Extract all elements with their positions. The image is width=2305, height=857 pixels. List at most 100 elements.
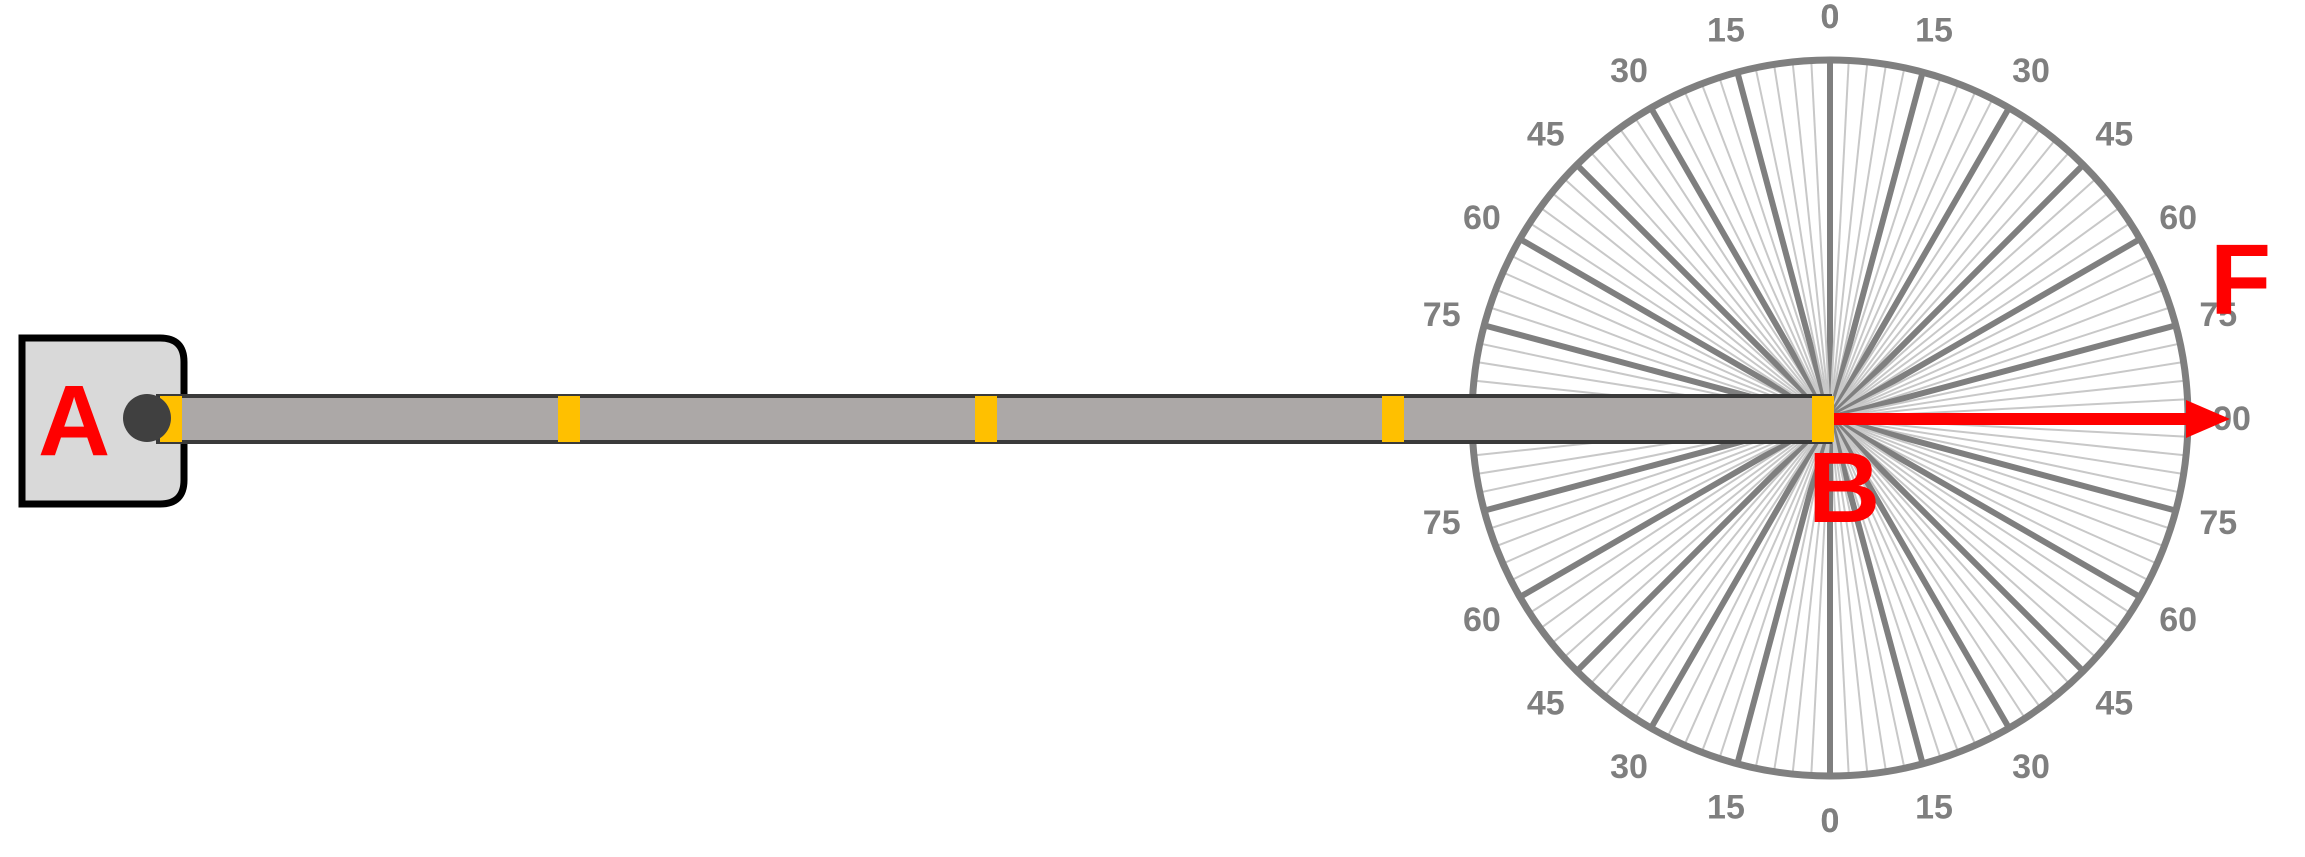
dial-minor-tick <box>1829 206 2121 419</box>
dial-label-bottom-left: 0 <box>1821 802 1840 840</box>
label-pivot-a: A <box>38 365 110 477</box>
dial-label-bottom-right: 75 <box>2199 504 2237 542</box>
dial-minor-tick <box>1510 417 1831 582</box>
dial-major-tick <box>1828 236 2142 421</box>
dial-minor-tick <box>1829 417 2042 709</box>
dial-label-top-left: 60 <box>1463 199 1501 237</box>
dial-label-bottom-left: 60 <box>1463 601 1501 639</box>
dial-minor-tick <box>1829 417 1977 746</box>
dial-minor-tick <box>1551 417 1831 645</box>
dial-minor-tick <box>1829 177 2097 419</box>
dial-major-tick <box>1574 415 1833 674</box>
dial-label-top-left: 30 <box>1610 52 1648 90</box>
dial-minor-tick <box>1529 417 1831 614</box>
dial-label-bottom-left: 15 <box>1707 788 1745 826</box>
dial-minor-tick <box>1829 191 2109 419</box>
label-force-f: F <box>2210 224 2271 336</box>
dial-minor-tick <box>1829 67 1906 419</box>
support-block <box>18 334 188 508</box>
dial-label-bottom-left: 30 <box>1610 748 1648 786</box>
dial-minor-tick <box>1829 417 2109 645</box>
dial-minor-tick <box>1829 90 1977 419</box>
dial-label-top-left: 0 <box>1821 0 1840 36</box>
dial-minor-tick <box>1563 177 1831 419</box>
dial-label-bottom-right: 0 <box>1821 802 1840 840</box>
dial-minor-tick <box>1589 417 1831 685</box>
dial-minor-tick <box>1539 417 1831 630</box>
dial-minor-tick <box>1829 417 2165 548</box>
dial-minor-tick <box>1829 417 2150 582</box>
dial-minor-tick <box>1634 117 1831 419</box>
dial-minor-tick <box>1510 254 1831 419</box>
dial-minor-tick <box>1829 417 1942 759</box>
dial-major-tick <box>1734 417 1833 765</box>
label-point-b: B <box>1808 432 1880 544</box>
dial-major-tick <box>1734 71 1833 419</box>
dial-minor-tick <box>1773 64 1831 419</box>
dial-label-bottom-left: 75 <box>1423 504 1461 542</box>
dial-minor-tick <box>1683 417 1831 746</box>
dial-minor-tick <box>1829 61 1869 419</box>
dial-label-top-right: 30 <box>2012 52 2050 90</box>
dial-major-tick <box>1827 416 2012 730</box>
pivot-pin <box>123 394 171 442</box>
dial-minor-tick <box>1829 417 2158 565</box>
lever-beam <box>156 394 1834 444</box>
beam-marker-4 <box>1382 396 1404 442</box>
dial-minor-tick <box>1829 417 1994 738</box>
dial-minor-tick <box>1829 417 2121 630</box>
dial-major-tick <box>1648 416 1833 730</box>
dial-minor-tick <box>1829 417 1869 775</box>
dial-minor-tick <box>1829 306 2171 419</box>
beam-marker-end <box>1812 396 1834 442</box>
beam-marker-2 <box>558 396 580 442</box>
dial-minor-tick <box>1700 83 1831 419</box>
dial-label-top-left: 45 <box>1527 116 1565 154</box>
dial-minor-tick <box>1829 139 2057 419</box>
dial-minor-tick <box>1829 127 2042 419</box>
dial-minor-tick <box>1773 417 1831 772</box>
dial-major-tick <box>1828 415 2142 600</box>
dial-minor-tick <box>1718 417 1831 759</box>
dial-major-tick <box>1827 71 1926 419</box>
dial-minor-tick <box>1829 83 1960 419</box>
dial-minor-tick <box>1754 417 1831 769</box>
dial-minor-tick <box>1829 417 2171 530</box>
dial-minor-tick <box>1829 361 2184 419</box>
dial-label-top-right: 75 <box>2199 296 2237 334</box>
dial-minor-tick <box>1829 417 1850 776</box>
dial-label-top-left: 75 <box>1423 296 1461 334</box>
dial-minor-tick <box>1829 98 1994 419</box>
dial-major-tick <box>1648 106 1833 420</box>
dial-minor-tick <box>1539 206 1831 419</box>
dial-minor-tick <box>1829 64 1887 419</box>
dial-minor-tick <box>1829 151 2071 419</box>
dial-label-top-left: 15 <box>1707 12 1745 50</box>
dial-minor-tick <box>1666 417 1831 738</box>
dial-major-tick <box>1827 106 2012 420</box>
dial-major-tick <box>1827 415 2086 674</box>
dial-label-top-right: 45 <box>2095 116 2133 154</box>
dial-minor-tick <box>1551 191 1831 419</box>
dial-minor-tick <box>1829 417 1887 772</box>
force-arrow <box>1834 400 2230 438</box>
force-arrow-head <box>2186 400 2230 438</box>
dial-minor-tick <box>1603 417 1831 697</box>
dial-minor-tick <box>1791 417 1831 775</box>
dial-label-bottom-right: 30 <box>2012 748 2050 786</box>
dial-minor-tick <box>1829 379 2187 419</box>
dial-label-bottom-right: 60 <box>2159 601 2197 639</box>
dial-major-tick <box>1518 415 1832 600</box>
beam-marker-3 <box>975 396 997 442</box>
dial-minor-tick <box>1634 417 1831 719</box>
dial-minor-tick <box>1502 271 1831 419</box>
dial-major-tick <box>1518 236 1832 421</box>
dial-minor-tick <box>1829 342 2181 419</box>
dial-minor-tick <box>1829 417 2057 697</box>
dial-minor-tick <box>1829 60 1850 419</box>
dial-label-top-right: 60 <box>2159 199 2197 237</box>
dial-minor-tick <box>1829 417 2097 659</box>
dial-major-tick <box>1827 162 2086 421</box>
dial-minor-tick <box>1829 417 2026 719</box>
